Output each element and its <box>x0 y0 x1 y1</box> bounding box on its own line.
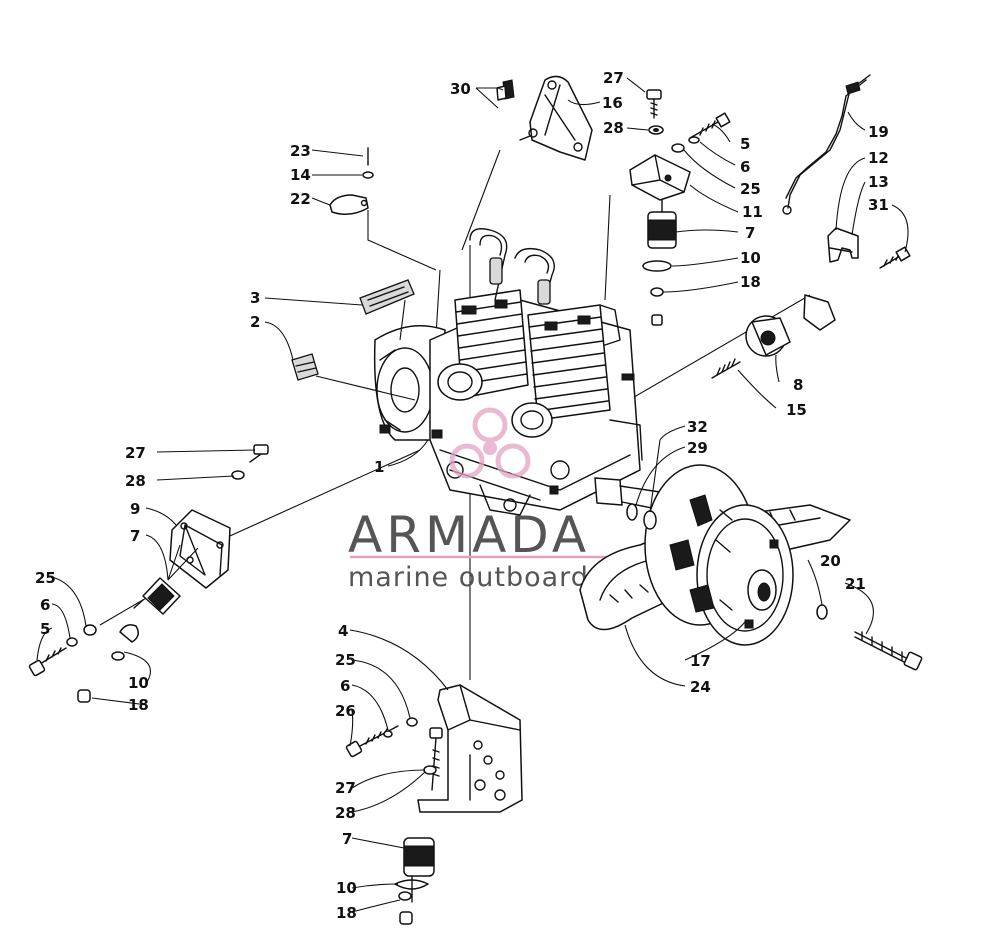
callout-5-left: 5 <box>40 620 50 638</box>
part-bracket-plate <box>519 75 593 161</box>
part-strip <box>359 279 415 315</box>
callout-25-bottom: 25 <box>335 651 356 669</box>
callout-4: 4 <box>338 622 348 640</box>
callout-18-left: 18 <box>128 696 149 714</box>
callout-28-bottom: 28 <box>335 804 356 822</box>
callout-labels: 30 16 27 28 5 6 25 11 19 12 13 31 23 14 … <box>35 69 889 922</box>
callout-25-top: 25 <box>740 180 761 198</box>
callout-23: 23 <box>290 142 311 160</box>
logo-flower-icon <box>449 407 531 479</box>
part-clutch-bolt <box>816 604 923 671</box>
part-shims <box>827 227 859 263</box>
callout-20: 20 <box>820 552 841 570</box>
part-mount-bracket-top <box>629 154 691 201</box>
callout-6-left: 6 <box>40 596 50 614</box>
part-bolt-bracket <box>345 717 418 758</box>
part-bolt-left <box>231 444 269 480</box>
callout-24: 24 <box>690 678 711 696</box>
callout-9: 9 <box>130 500 140 518</box>
callout-26: 26 <box>335 702 356 720</box>
part-bolt-washers-top <box>671 112 731 153</box>
callout-21: 21 <box>845 575 866 593</box>
part-decal-plate <box>291 353 319 381</box>
part-bolt-top <box>646 89 664 135</box>
part-bolt-vertical <box>423 727 443 791</box>
callout-27-bottom: 27 <box>335 779 356 797</box>
callout-1: 1 <box>374 458 384 476</box>
callout-30: 30 <box>450 80 471 98</box>
callout-27-top: 27 <box>603 69 624 87</box>
callout-29: 29 <box>687 439 708 457</box>
callout-22: 22 <box>290 190 311 208</box>
callout-10-top: 10 <box>740 249 761 267</box>
callout-18-top: 18 <box>740 273 761 291</box>
engine-block <box>373 228 663 516</box>
part-mount-plate-left <box>169 509 231 589</box>
part-rubber-mount-top <box>642 199 677 326</box>
part-bolt-31 <box>879 246 911 269</box>
callout-32: 32 <box>687 418 708 436</box>
callout-13: 13 <box>868 173 889 191</box>
part-spacer <box>745 294 836 357</box>
part-clip <box>496 79 515 101</box>
callout-28-left: 28 <box>125 472 146 490</box>
callout-19: 19 <box>868 123 889 141</box>
part-ground-wire <box>782 74 871 215</box>
part-rubber-mount-left <box>77 577 181 703</box>
leader-lines <box>36 77 909 913</box>
part-drive-clutch <box>579 464 851 646</box>
callout-12: 12 <box>868 149 889 167</box>
callout-14: 14 <box>290 166 311 184</box>
callout-6-bottom: 6 <box>340 677 350 695</box>
callout-16: 16 <box>602 94 623 112</box>
callout-10-left: 10 <box>128 674 149 692</box>
part-rubber-mount-bottom <box>394 837 435 925</box>
callout-11: 11 <box>742 203 763 221</box>
callout-18-bottom: 18 <box>336 904 357 922</box>
callout-10-bottom: 10 <box>336 879 357 897</box>
callout-27-left: 27 <box>125 444 146 462</box>
callout-15: 15 <box>786 401 807 419</box>
callout-17: 17 <box>690 652 711 670</box>
callout-5-top: 5 <box>740 135 750 153</box>
callout-31: 31 <box>868 196 889 214</box>
callout-8: 8 <box>793 376 803 394</box>
callout-25-left: 25 <box>35 569 56 587</box>
part-bolt-washers-left <box>28 624 97 677</box>
callout-7-bottom: 7 <box>342 830 352 848</box>
callout-28-top: 28 <box>603 119 624 137</box>
callout-6-top: 6 <box>740 158 750 176</box>
callout-7-left: 7 <box>130 527 140 545</box>
part-screw-washer-22 <box>329 147 374 215</box>
callout-3: 3 <box>250 289 260 307</box>
watermark-tagline: marine outboards <box>348 562 604 593</box>
callout-2: 2 <box>250 313 260 331</box>
part-stud <box>711 358 741 379</box>
watermark: ARMADA marine outboards <box>348 407 646 593</box>
part-mount-bracket-bottom <box>417 684 523 813</box>
watermark-brand: ARMADA <box>348 506 590 564</box>
callout-7-top: 7 <box>745 224 755 242</box>
